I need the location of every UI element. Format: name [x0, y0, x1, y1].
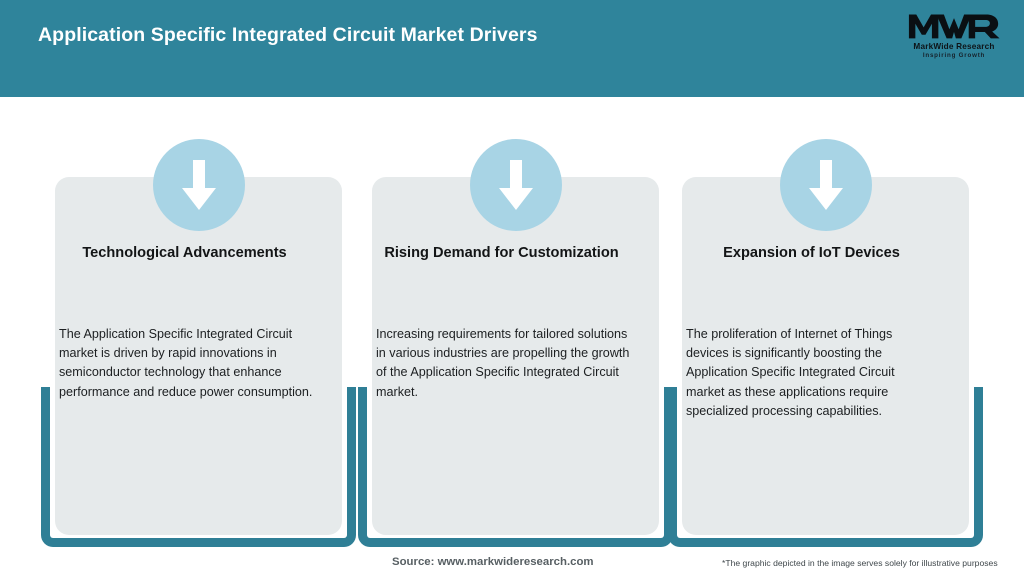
driver-card-2[interactable]: Rising Demand for Customization Increasi… [358, 139, 673, 547]
card-panel [372, 177, 659, 535]
source-label: Source: www.markwideresearch.com [392, 556, 594, 568]
driver-card-1[interactable]: Technological Advancements The Applicati… [41, 139, 356, 547]
card-body-text: The Application Specific Integrated Circ… [59, 327, 313, 399]
card-bracket [41, 387, 356, 547]
page-title: Application Specific Integrated Circuit … [38, 24, 538, 46]
card-body-text: The proliferation of Internet of Things … [686, 327, 895, 418]
card-heading: Technological Advancements [82, 245, 287, 261]
logo-tagline: Inspiring Growth [922, 52, 986, 59]
driver-card-3[interactable]: Expansion of IoT Devices The proliferati… [668, 139, 983, 547]
arrow-down-icon [469, 139, 562, 231]
card-body-text: Increasing requirements for tailored sol… [376, 327, 630, 399]
card-heading: Expansion of IoT Devices [723, 245, 900, 261]
arrow-down-icon [152, 139, 245, 231]
arrow-down-icon [779, 139, 872, 231]
mwr-logo-icon [908, 14, 1000, 39]
disclaimer-note: *The graphic depicted in the image serve… [722, 558, 998, 568]
logo-company-name: MarkWide Research [913, 42, 995, 51]
card-panel [682, 177, 969, 535]
brand-logo: MarkWide Research Inspiring Growth [902, 9, 1006, 65]
card-bracket [668, 387, 983, 547]
card-heading: Rising Demand for Customization [384, 245, 619, 261]
card-panel [55, 177, 342, 535]
header-band [0, 0, 1024, 97]
